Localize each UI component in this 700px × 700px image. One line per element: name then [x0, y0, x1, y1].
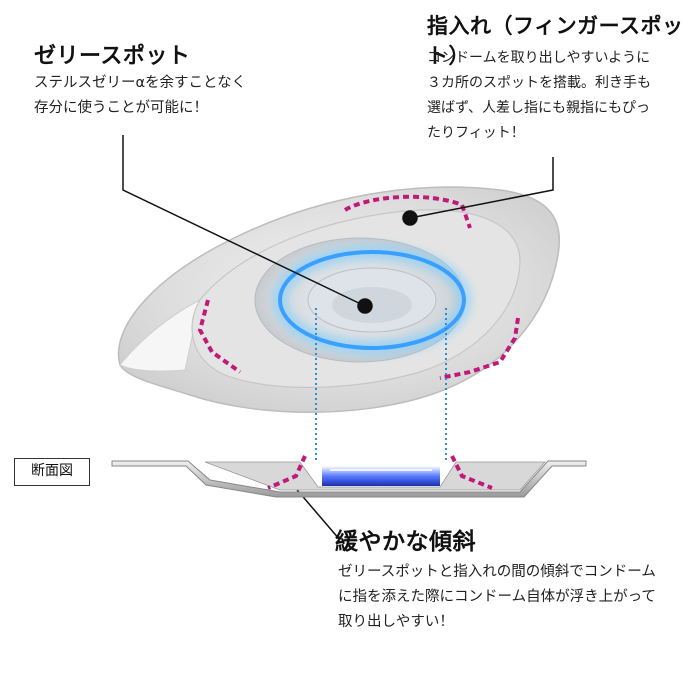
section-guide-lines — [315, 308, 447, 460]
finger-spot-desc-line: 選ばず、人差し指にも親指にもぴっ — [427, 100, 651, 116]
finger-spot-title: 指入れ（フィンガースポット） — [427, 14, 684, 68]
slope-markers — [267, 455, 493, 490]
gentle-slope-title: 緩やかな傾斜 — [335, 529, 476, 555]
gentle-slope-desc-line: ゼリースポットと指入れの間の傾斜でコンドーム — [338, 564, 656, 580]
gentle-slope-desc-line: に指を添えた際にコンドーム自体が浮き上がって — [338, 589, 656, 605]
cross-section-view — [111, 460, 587, 498]
jelly-spot-description: ステルスゼリーαを余すことなく 存分に使うことが可能に！ — [34, 71, 246, 121]
cross-section-label: 断面図 — [14, 458, 90, 486]
finger-spot-desc-line: ３カ所のスポットを搭載。利き手も — [427, 75, 651, 91]
tray-top-view — [117, 186, 560, 413]
finger-spot-desc-line: コンドームを取り出しやすいように — [427, 50, 651, 66]
gentle-slope-desc-line: 取り出しやすい！ — [338, 614, 454, 630]
jelly-spot-title: ゼリースポット — [34, 44, 191, 69]
finger-spot-description: コンドームを取り出しやすいように ３カ所のスポットを搭載。利き手も 選ばず、人差… — [427, 46, 651, 146]
finger-spot-desc-line: たりフィット！ — [427, 125, 525, 141]
finger-spot-markers — [197, 194, 520, 380]
jelly-spot-desc-line: ステルスゼリーαを余すことなく — [34, 75, 247, 91]
jelly-spot-desc-line: 存分に使うことが可能に！ — [34, 100, 208, 116]
gentle-slope-description: ゼリースポットと指入れの間の傾斜でコンドーム に指を添えた際にコンドーム自体が浮… — [338, 560, 656, 635]
